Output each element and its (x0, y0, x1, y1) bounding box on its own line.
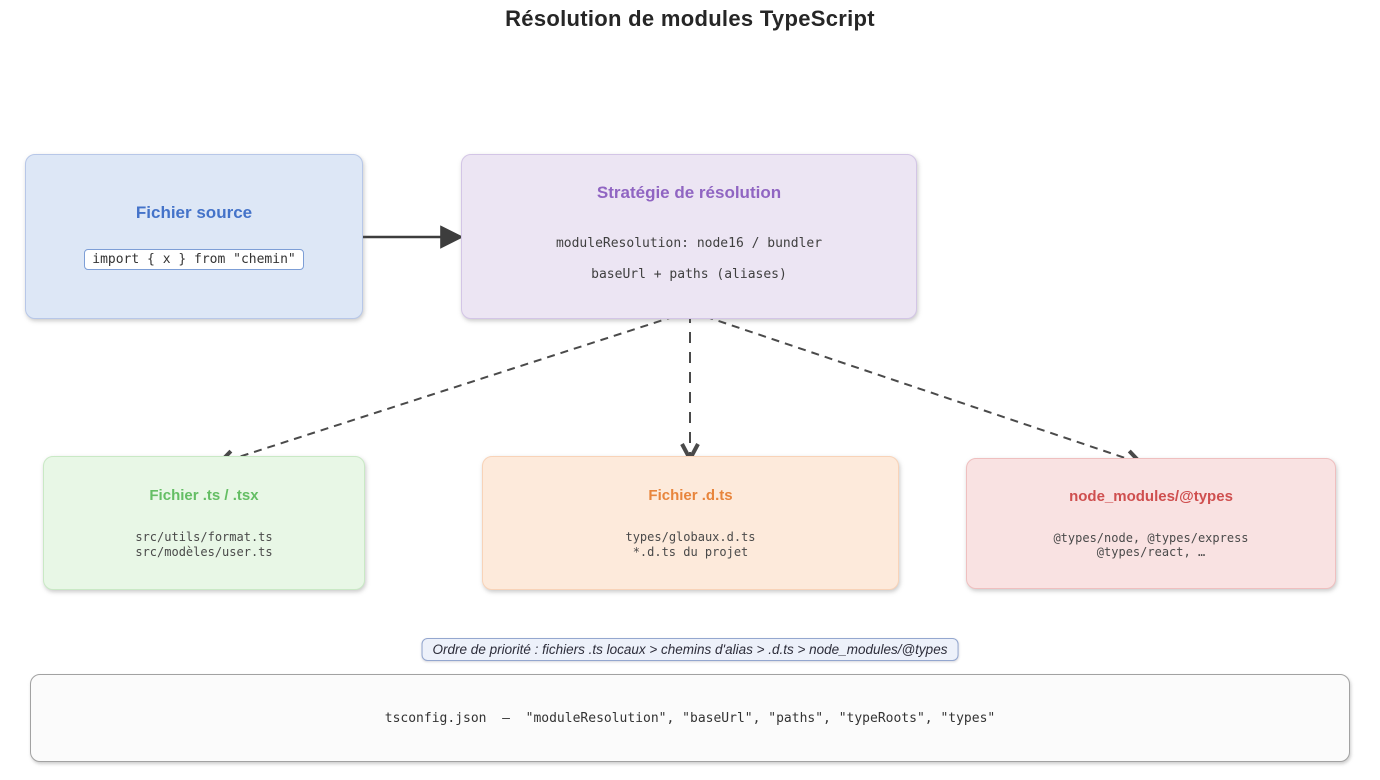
node-strategie-resolution: Stratégie de résolution moduleResolution… (461, 154, 917, 319)
arrow-strategy-to-types (691, 311, 1145, 469)
tsconfig-summary-box: tsconfig.json — "moduleResolution", "bas… (30, 674, 1350, 762)
tsconfig-summary-text: tsconfig.json — "moduleResolution", "bas… (384, 710, 996, 726)
node-strategie-resolution-title: Stratégie de résolution (596, 183, 782, 202)
dts-example-line-1: types/globaux.d.ts (625, 530, 756, 544)
dts-example-line-2: *.d.ts du projet (632, 544, 749, 559)
node-fichier-source: Fichier source import { x } from "chemin… (25, 154, 363, 319)
priority-order-note: Ordre de priorité : fichiers .ts locaux … (421, 638, 959, 661)
ts-examples: src/utils/format.ts src/modèles/user.ts (135, 530, 272, 559)
ts-example-line-1: src/utils/format.ts (135, 530, 273, 544)
node-node-modules-types-title: node_modules/@types (1069, 487, 1233, 505)
node-fichier-source-title: Fichier source (135, 203, 253, 222)
node-fichier-dts-title: Fichier .d.ts (648, 487, 733, 504)
node-node-modules-types: node_modules/@types @types/node, @types/… (966, 458, 1336, 589)
node-fichier-ts-tsx: Fichier .ts / .tsx src/utils/format.ts s… (43, 456, 365, 590)
types-example-line-2: @types/react, … (1096, 545, 1206, 559)
ts-example-line-2: src/modèles/user.ts (135, 544, 273, 559)
strategy-module-resolution-line: moduleResolution: node16 / bundler (555, 236, 823, 251)
strategy-baseurl-paths-line: baseUrl + paths (aliases) (591, 267, 787, 282)
node-fichier-ts-tsx-title: Fichier .ts / .tsx (149, 487, 259, 504)
node-fichier-dts: Fichier .d.ts types/globaux.d.ts *.d.ts … (482, 456, 899, 590)
page-title: Résolution de modules TypeScript (505, 6, 875, 31)
types-example-line-1: @types/node, @types/express (1053, 530, 1249, 545)
import-statement-chip: import { x } from "chemin" (84, 249, 304, 270)
strategy-details: moduleResolution: node16 / bundler baseU… (556, 228, 822, 290)
dts-examples: types/globaux.d.ts *.d.ts du projet (625, 530, 755, 559)
arrow-strategy-to-ts (215, 311, 689, 469)
types-examples: @types/node, @types/express @types/react… (1053, 531, 1248, 560)
